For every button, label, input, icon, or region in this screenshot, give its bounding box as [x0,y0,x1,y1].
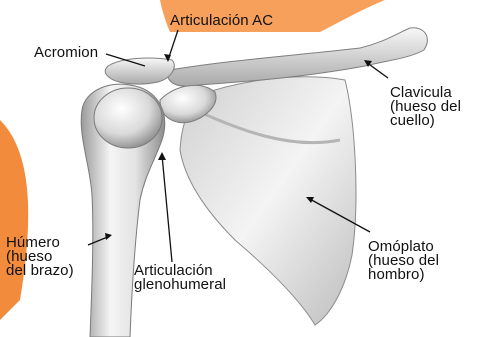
arrow-articulacion-ac [164,54,171,62]
label-omoplato-line-3: hombro) [368,268,439,282]
label-humero-line-3: del brazo) [6,264,74,278]
label-clavicula-line-3: cuello) [390,114,461,128]
leader-omoplato [308,198,370,232]
label-articulacion-glenohumeral-line-2: glenohumeral [134,278,226,292]
label-acromion-text: Acromion [34,46,98,60]
label-clavicula: Clavicula (hueso del cuello) [390,86,461,128]
label-humero: Húmero (hueso del brazo) [6,236,74,278]
label-articulacion-glenohumeral: Articulación glenohumeral [134,264,226,292]
arrow-humero [105,233,112,240]
label-articulacion-ac-text: Articulación AC [170,14,273,28]
label-articulacion-ac: Articulación AC [170,14,273,28]
label-omoplato: Omóplato (hueso del hombro) [368,240,439,282]
leader-acromion [106,54,145,66]
label-acromion: Acromion [34,46,98,60]
leader-articulacion-glenohumeral [162,155,172,262]
arrow-articulacion-glenohumeral [158,152,166,160]
